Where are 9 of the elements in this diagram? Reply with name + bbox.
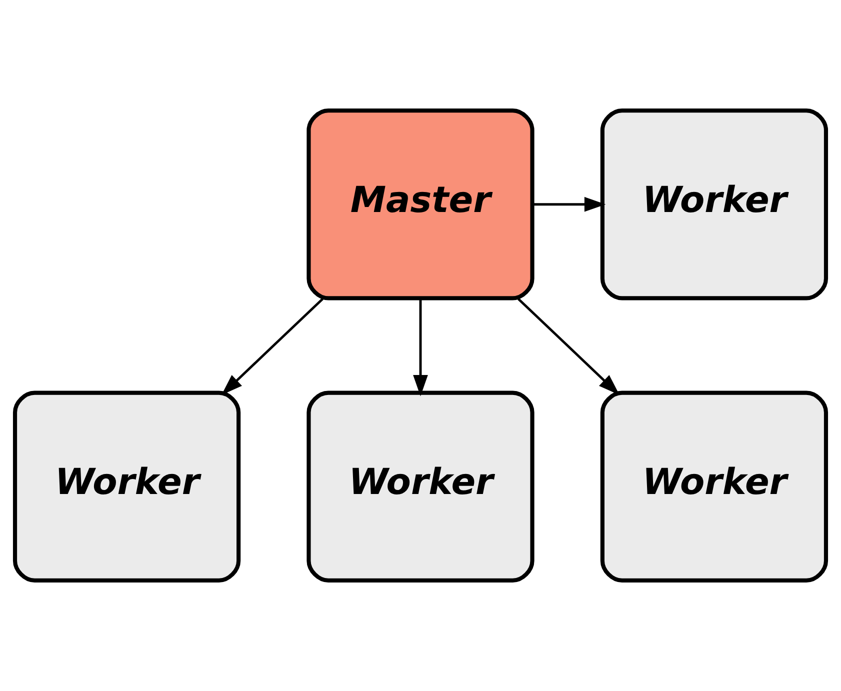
node-box: Master	[306, 108, 534, 300]
node-box: Worker	[600, 390, 828, 583]
node-box: Worker	[306, 390, 534, 583]
arrow	[221, 298, 324, 396]
arrow	[413, 298, 428, 396]
arrow	[532, 196, 606, 212]
node-box: Worker	[600, 108, 828, 300]
arrow	[517, 298, 620, 396]
node-box: Worker	[12, 390, 241, 583]
